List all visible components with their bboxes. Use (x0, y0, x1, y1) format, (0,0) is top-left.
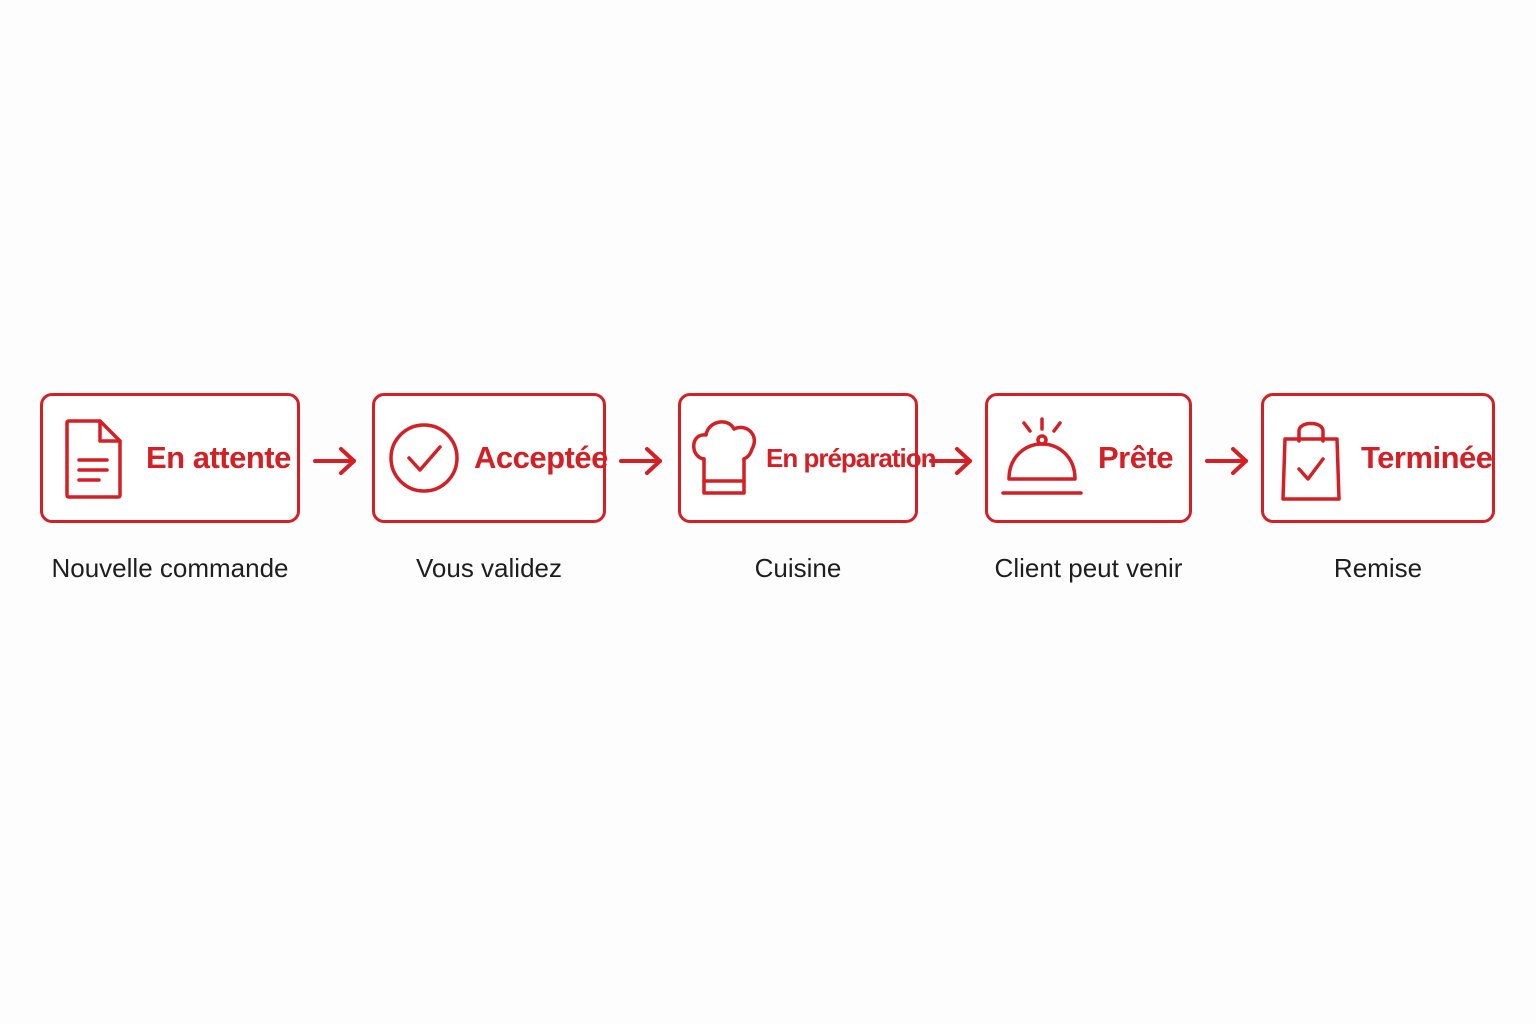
status-label: Terminée (1361, 440, 1493, 475)
step-caption: Vous validez (416, 553, 562, 583)
step-caption: Client peut venir (994, 553, 1183, 583)
step-caption: Nouvelle commande (51, 553, 289, 583)
arrow-right-icon (928, 445, 974, 482)
status-label: Acceptée (474, 440, 608, 475)
status-box (985, 393, 1192, 523)
arrow-right-icon (618, 445, 664, 482)
status-box (678, 393, 918, 523)
shopping-bag-check-icon (1279, 415, 1343, 503)
arrow-right-icon (312, 445, 358, 482)
status-label: Prête (1098, 440, 1174, 475)
status-box (40, 393, 300, 523)
cloche-icon (999, 413, 1085, 499)
status-label: En attente (146, 440, 291, 475)
status-label: En préparation (766, 442, 936, 473)
check-circle-icon (388, 419, 460, 497)
status-box (1261, 393, 1495, 523)
step-caption: Cuisine (754, 553, 842, 583)
chef-hat-icon (688, 415, 762, 499)
document-icon (62, 417, 126, 501)
arrow-right-icon (1204, 445, 1250, 482)
step-caption: Remise (1333, 553, 1423, 583)
